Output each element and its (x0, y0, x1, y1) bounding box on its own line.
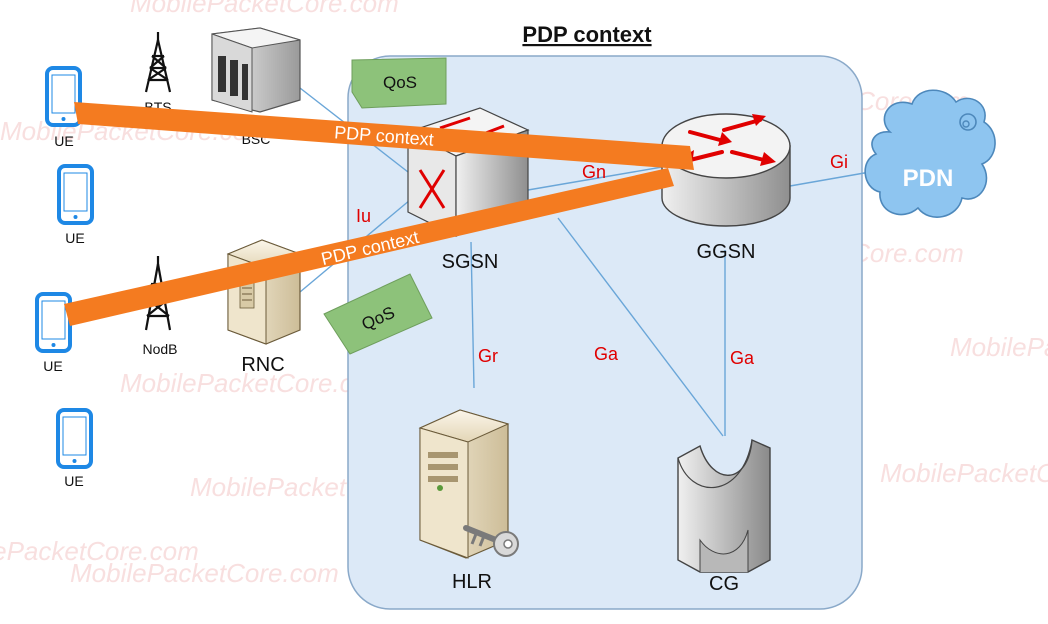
diagram-title: PDP context (522, 22, 652, 47)
interface-iu-label: Iu (356, 206, 371, 226)
watermark: MobilePacketCore.com (120, 368, 389, 398)
ue-2: UE (57, 164, 94, 246)
ggsn: GGSN (661, 113, 791, 263)
sgsn-label: SGSN (442, 251, 499, 273)
server-key-icon (418, 409, 519, 559)
server-rack-icon (211, 27, 301, 113)
interface-gi-label: Gi (830, 152, 848, 172)
interface-gr-label: Gr (478, 346, 498, 366)
ue-label: UE (65, 230, 84, 246)
cg: CG (677, 438, 771, 595)
ue-label: UE (64, 473, 83, 489)
key-icon (463, 525, 519, 557)
ggsn-label: GGSN (697, 241, 756, 263)
nodeb-label: NodB (142, 341, 177, 357)
ue-3: UE (35, 292, 72, 374)
interface-ga-label: Ga (730, 348, 755, 368)
watermark: MobilePacketCore.com (0, 536, 199, 566)
pdn: PDN (864, 89, 996, 218)
interface-ga-label: Ga (594, 344, 619, 364)
rnc-label: RNC (241, 354, 284, 376)
watermark: MobilePacketCore.com (70, 558, 339, 588)
qos-tag-bottom: QoS (323, 273, 433, 355)
cloud-icon (864, 89, 996, 218)
watermark: MobilePacketCore.com (880, 458, 1048, 488)
hlr-label: HLR (452, 571, 492, 593)
ue-label: UE (54, 133, 73, 149)
bsc: BSC (211, 27, 301, 147)
ue-4: UE (56, 408, 93, 489)
watermark: MobilePacketCore.com (950, 332, 1048, 362)
ue-1: UE (45, 66, 82, 149)
charging-gateway-icon (677, 438, 771, 573)
watermark: MobilePacketCore.com (130, 0, 399, 18)
ue-label: UE (43, 358, 62, 374)
router-cylinder-icon (661, 113, 791, 227)
bts: BTS (144, 32, 172, 115)
cg-label: CG (709, 573, 739, 595)
hlr: HLR (418, 409, 519, 593)
qos-tag-top: QoS (351, 57, 447, 109)
pdn-label: PDN (903, 165, 954, 192)
antenna-tower-icon (144, 32, 172, 93)
qos-label: QoS (383, 73, 417, 92)
interface-gn-label: Gn (582, 162, 606, 182)
